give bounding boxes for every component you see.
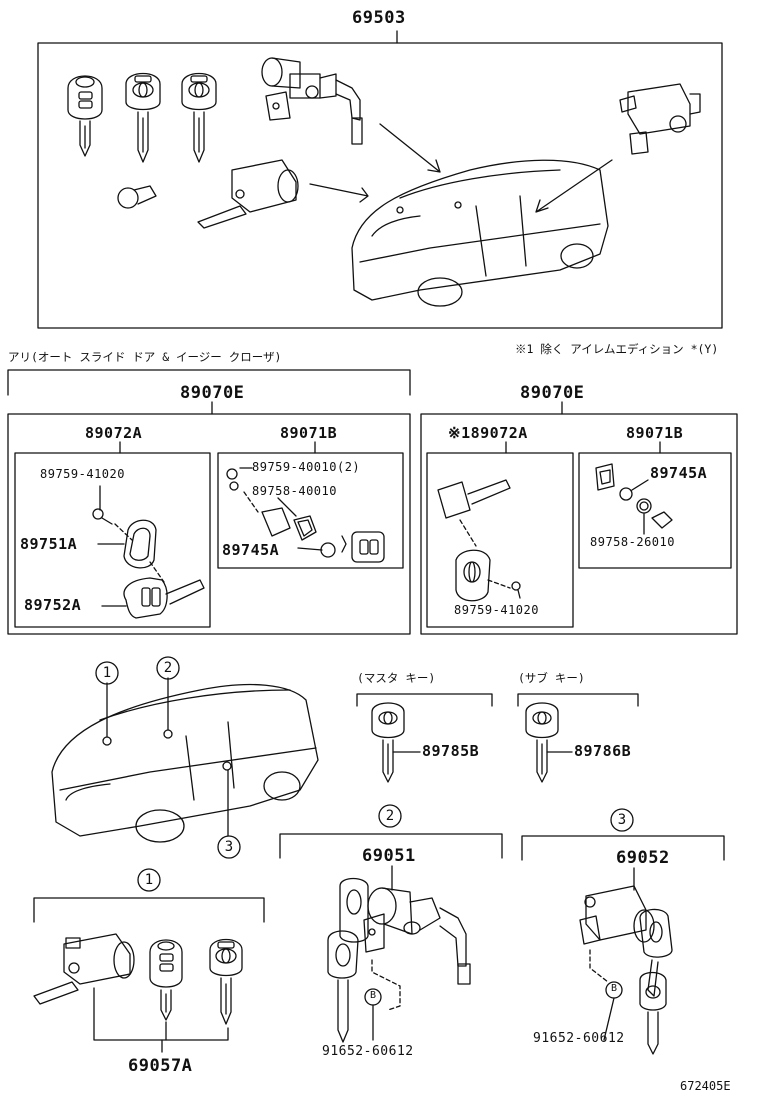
top-assembly-group bbox=[38, 31, 722, 328]
left-case-frame bbox=[218, 453, 403, 568]
b-marker-left: B bbox=[369, 990, 377, 1001]
group2-marker-label: 2 bbox=[385, 808, 395, 824]
location-marker-1-label: 1 bbox=[102, 665, 112, 681]
battery-icon bbox=[620, 488, 632, 500]
key-icon bbox=[182, 74, 216, 163]
location-marker-2-label: 2 bbox=[163, 660, 173, 676]
case-half-icon bbox=[262, 508, 290, 536]
ignition-cylinder-icon bbox=[34, 934, 134, 1004]
case-half-icon bbox=[596, 464, 614, 490]
part-number-right-case: 89071B bbox=[626, 424, 684, 442]
left-set-group bbox=[8, 370, 410, 634]
top-assembly-frame bbox=[38, 43, 722, 328]
location-marker-2 bbox=[157, 657, 179, 679]
location-marker-3-label: 3 bbox=[224, 839, 234, 855]
sub-key-note: (サブ キー) bbox=[518, 671, 585, 685]
key-icon bbox=[210, 940, 242, 1025]
van-icon bbox=[52, 685, 318, 836]
back-door-lock-icon bbox=[620, 84, 700, 154]
part-number-left-set: 89070E bbox=[180, 383, 245, 403]
part-number-cylinder-2: 69051 bbox=[362, 846, 416, 866]
cap-icon bbox=[118, 186, 156, 208]
b-marker-right: B bbox=[610, 983, 618, 994]
master-key-group bbox=[357, 694, 492, 782]
part-number-right-transmitter: ※189072A bbox=[448, 424, 528, 442]
arrow-icon bbox=[536, 160, 612, 212]
part-number-69503: 69503 bbox=[352, 8, 406, 28]
door-lock-cylinder-icon bbox=[328, 879, 470, 1043]
screw-icon bbox=[512, 582, 520, 598]
part-number-right-set: 89070E bbox=[520, 383, 585, 403]
key-icon bbox=[372, 703, 404, 738]
sub-key-group bbox=[518, 694, 638, 782]
part-number-master-key: 89785B bbox=[422, 742, 480, 760]
case-half-icon bbox=[652, 512, 672, 528]
option-note-except: ※1 除く アイレムエディション *(Y) bbox=[515, 342, 719, 356]
part-number-gasket-case: 89758-40010 bbox=[252, 484, 337, 498]
right-case-frame bbox=[579, 453, 731, 568]
ignition-cylinder-icon bbox=[198, 160, 298, 228]
cover-icon bbox=[124, 520, 156, 568]
remote-key-icon bbox=[124, 578, 204, 618]
part-number-cover-left: 89751A bbox=[20, 535, 78, 553]
part-number-battery-right: 89745A bbox=[650, 464, 708, 482]
remote-key-icon bbox=[150, 940, 182, 1020]
right-set-group bbox=[421, 402, 737, 634]
part-number-clip-right: 91652-60612 bbox=[533, 1031, 625, 1046]
van-location-group bbox=[52, 657, 318, 858]
location-marker-1 bbox=[96, 662, 118, 684]
screw-icon bbox=[227, 469, 238, 490]
left-set-frame bbox=[8, 414, 410, 634]
gasket-icon bbox=[637, 499, 651, 513]
arrow-icon bbox=[310, 184, 368, 202]
cover-icon bbox=[456, 550, 490, 601]
part-number-gasket-right: 89758-26010 bbox=[590, 535, 675, 549]
part-number-screw-right: 89759-41020 bbox=[454, 603, 539, 617]
bracket-line bbox=[8, 370, 410, 395]
location-marker-3 bbox=[218, 836, 240, 858]
part-number-cylinder-1: 69057A bbox=[128, 1056, 193, 1076]
group1 bbox=[34, 869, 264, 1052]
group3 bbox=[522, 809, 724, 1054]
part-number-clip-left: 91652-60612 bbox=[322, 1044, 414, 1059]
master-key-note: (マスタ キー) bbox=[357, 671, 436, 685]
part-number-screw-case: 89759-40010(2) bbox=[252, 460, 361, 474]
screw-icon bbox=[93, 509, 112, 524]
group2 bbox=[280, 805, 502, 1042]
part-number-cylinder-3: 69052 bbox=[616, 848, 670, 868]
battery-icon bbox=[321, 543, 335, 557]
van-icon bbox=[352, 160, 608, 306]
part-number-key-left: 89752A bbox=[24, 596, 82, 614]
option-note-slide-door: アリ(オート スライド ドア & イージー クローザ) bbox=[8, 350, 282, 364]
part-number-left-transmitter: 89072A bbox=[85, 424, 143, 442]
diagram-code: 672405E bbox=[680, 1079, 731, 1093]
group1-marker-label: 1 bbox=[144, 872, 154, 888]
arrow-icon bbox=[380, 124, 440, 172]
part-number-left-case: 89071B bbox=[280, 424, 338, 442]
right-set-frame bbox=[421, 414, 737, 634]
door-lock-cylinder-icon bbox=[262, 58, 362, 144]
group3-marker-label: 3 bbox=[617, 812, 627, 828]
key-icon bbox=[126, 74, 160, 163]
part-number-battery-left: 89745A bbox=[222, 541, 280, 559]
door-lock-cylinder-icon bbox=[580, 886, 672, 1054]
key-icon bbox=[526, 703, 558, 738]
case-half-icon bbox=[352, 532, 384, 562]
left-transmitter-frame bbox=[15, 453, 210, 627]
part-number-sub-key: 89786B bbox=[574, 742, 632, 760]
gasket-icon bbox=[294, 516, 316, 540]
transmitter-key-icon bbox=[438, 480, 510, 518]
remote-key-icon bbox=[68, 76, 102, 156]
right-transmitter-frame bbox=[427, 453, 573, 627]
part-number-screw-left: 89759-41020 bbox=[40, 467, 125, 481]
